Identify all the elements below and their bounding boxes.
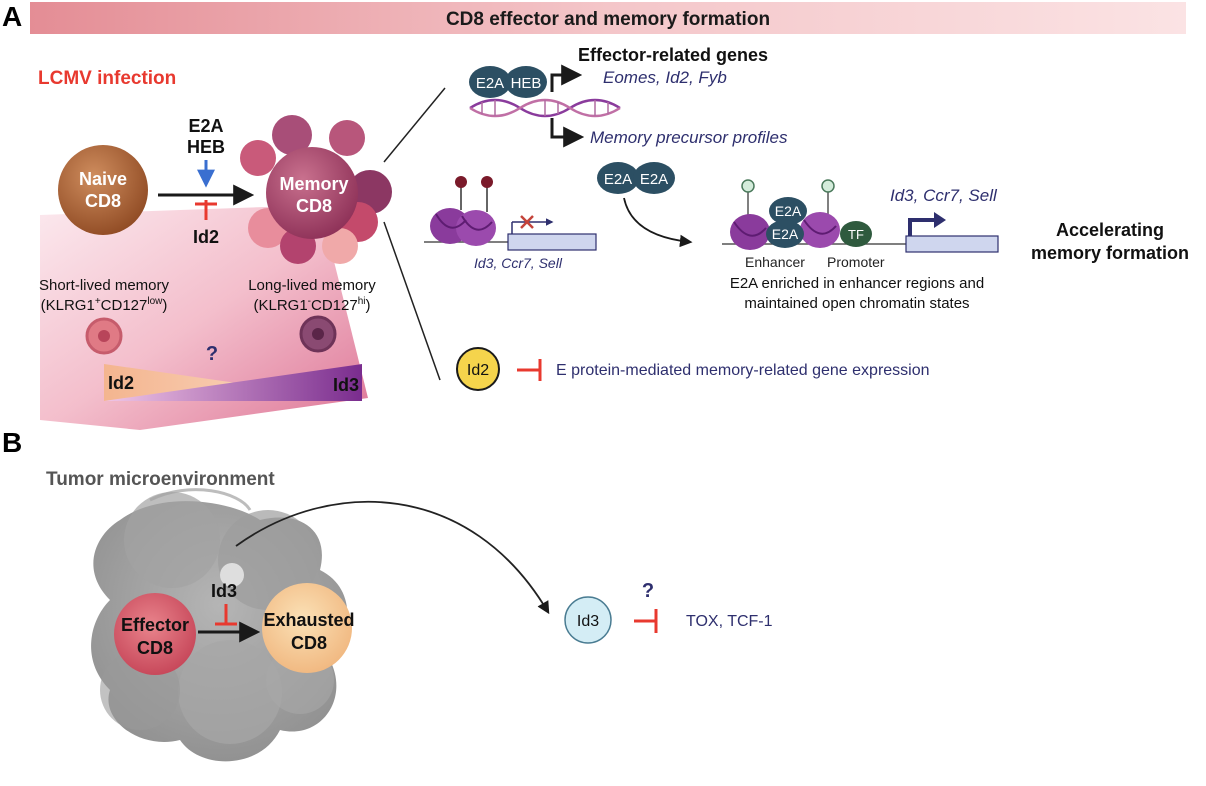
id2-inhibitor-label: Id2 bbox=[193, 227, 219, 247]
panel-b-question-mark: ? bbox=[642, 580, 654, 602]
accelerating-label-2: memory formation bbox=[1031, 243, 1189, 263]
naive-cell-label-1: Naive bbox=[79, 169, 127, 189]
dimer-heb-label: HEB bbox=[511, 75, 542, 92]
dna-helix-icon bbox=[469, 98, 621, 118]
id3-inhibit-tbar-icon bbox=[634, 609, 658, 633]
effector-cell-label-2: CD8 bbox=[137, 638, 173, 658]
open-gene-names: Id3, Ccr7, Sell bbox=[890, 186, 998, 205]
lcmv-infection-label: LCMV infection bbox=[38, 68, 176, 89]
id3-circle bbox=[564, 596, 612, 644]
chromatin-opening-arrow-icon bbox=[623, 197, 693, 248]
memory-cell-label-1: Memory bbox=[279, 174, 348, 194]
promoter-heb-label: HEB bbox=[187, 137, 225, 157]
id2-inhibit-tbar-icon bbox=[517, 359, 542, 381]
long-lived-nucleus bbox=[312, 328, 324, 340]
panel-b-label: B bbox=[2, 427, 22, 458]
panel-b-targets: TOX, TCF-1 bbox=[686, 613, 773, 630]
panel-b-id3-inhibitor-label: Id3 bbox=[211, 581, 237, 601]
gradient-id3-label: Id3 bbox=[333, 375, 359, 395]
short-lived-marker: (KLRG1+CD127low) bbox=[41, 296, 168, 314]
id2-circle-label: Id2 bbox=[467, 362, 489, 379]
id2-circle bbox=[456, 347, 500, 391]
memory-cd8-cluster: Memory CD8 bbox=[240, 115, 392, 264]
panel-a-label: A bbox=[2, 1, 22, 32]
panel-b-inhibition-tbar-icon bbox=[215, 604, 237, 626]
zoom-line-bottom bbox=[383, 221, 441, 381]
closed-gene-box bbox=[507, 233, 597, 251]
accelerating-label-1: Accelerating bbox=[1056, 220, 1164, 240]
closed-gene-names: Id3, Ccr7, Sell bbox=[474, 255, 563, 271]
id3-gradient-wedge bbox=[104, 364, 362, 401]
zoom-curve-arrow-icon bbox=[235, 500, 550, 615]
effector-transcription-arrow-icon bbox=[550, 64, 583, 92]
memory-precursor-label: Memory precursor profiles bbox=[590, 128, 788, 147]
enhancer-label: Enhancer bbox=[745, 254, 805, 270]
e2a-heb-dimer: E2A HEB bbox=[469, 66, 547, 98]
promoter-e2a-label: E2A bbox=[188, 116, 223, 136]
effector-cell-label-1: Effector bbox=[121, 615, 189, 635]
tf-protein: TF bbox=[840, 221, 872, 247]
effector-genes-title: Effector-related genes bbox=[578, 45, 768, 65]
exhausted-cell-label-1: Exhausted bbox=[263, 610, 354, 630]
panel-a-header: CD8 effector and memory formation bbox=[446, 9, 770, 30]
effector-cd8-cell: Effector CD8 bbox=[114, 593, 196, 675]
open-chromatin-nucleosomes bbox=[722, 179, 908, 250]
blocked-x-icon bbox=[520, 215, 534, 229]
panel-a-header-bar bbox=[30, 2, 1186, 34]
dimer-e2a-label: E2A bbox=[476, 75, 504, 92]
naive-cd8-cell: Naive CD8 bbox=[58, 145, 148, 235]
bound-e2a-dimer: E2A E2A bbox=[766, 197, 807, 248]
bound-e2a-label-2: E2A bbox=[772, 226, 799, 242]
e2a-caption-1: E2A enriched in enhancer regions and bbox=[730, 275, 984, 292]
e2a-caption-2: maintained open chromatin states bbox=[744, 295, 969, 312]
tumor-microenvironment-title: Tumor microenvironment bbox=[46, 469, 275, 490]
naive-cell-label-2: CD8 bbox=[85, 191, 121, 211]
long-lived-marker: (KLRG1-CD127hi) bbox=[253, 296, 370, 314]
id3-circle-label: Id3 bbox=[577, 613, 599, 630]
promoter-label: Promoter bbox=[827, 254, 885, 270]
free-e2a-label-1: E2A bbox=[604, 171, 632, 188]
open-transcription-arrow-head bbox=[934, 212, 946, 228]
closed-chromatin-nucleosomes bbox=[424, 176, 510, 246]
subset-question-mark: ? bbox=[206, 343, 218, 365]
bound-e2a-label-1: E2A bbox=[775, 203, 802, 219]
memory-precursor-arrow-icon bbox=[550, 118, 585, 148]
short-lived-nucleus bbox=[98, 330, 110, 342]
tf-label: TF bbox=[848, 227, 864, 242]
long-lived-title: Long-lived memory bbox=[248, 277, 376, 294]
open-gene-box bbox=[905, 235, 999, 253]
gradient-id2-label: Id2 bbox=[108, 373, 134, 393]
exhausted-cd8-cell: Exhausted CD8 bbox=[262, 583, 355, 673]
memory-cell-label-2: CD8 bbox=[296, 196, 332, 216]
id2-target-text: E protein-mediated memory-related gene e… bbox=[556, 362, 930, 379]
short-lived-title: Short-lived memory bbox=[39, 277, 170, 294]
exhausted-cell-label-2: CD8 bbox=[291, 633, 327, 653]
open-transcription-arrow-icon bbox=[908, 218, 936, 236]
effector-gene-targets: Eomes, Id2, Fyb bbox=[603, 68, 727, 87]
zoom-line-top bbox=[383, 87, 446, 163]
free-e2a-label-2: E2A bbox=[640, 171, 668, 188]
inhibition-tbar-icon bbox=[195, 200, 217, 220]
free-e2a-dimer: E2A E2A bbox=[597, 162, 675, 194]
